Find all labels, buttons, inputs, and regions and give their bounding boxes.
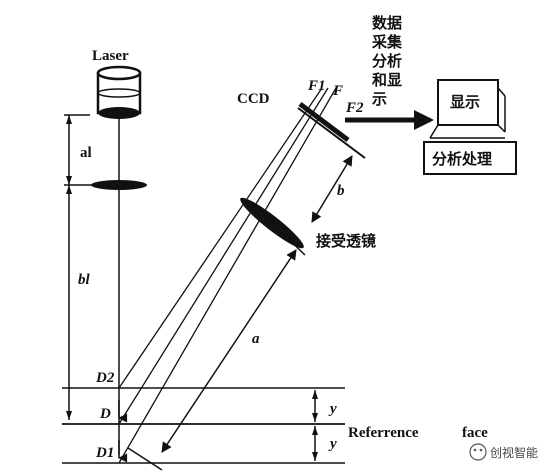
ccd-sensor — [297, 102, 366, 159]
label-a1: al — [80, 145, 92, 161]
label-display: 显示 — [450, 93, 480, 111]
label-laser: Laser — [92, 48, 129, 64]
label-b1: bl — [78, 272, 91, 288]
label-ccd: CCD — [237, 91, 270, 107]
watermark-text: 创视智能 — [490, 445, 538, 460]
watermark: 创视智能 — [469, 443, 538, 461]
wechat-icon — [469, 443, 487, 461]
label-data-line-3: 分析 — [372, 52, 402, 70]
label-face: face — [462, 425, 488, 441]
label-data-line-1: 数据 — [372, 14, 402, 32]
label-d1: D1 — [95, 445, 114, 461]
laser-source — [96, 65, 142, 119]
label-f2: F2 — [345, 100, 364, 116]
axis-b — [311, 155, 353, 223]
label-data-line-2: 采集 — [371, 33, 403, 51]
computer-display — [423, 79, 517, 175]
receiving-lens-axis — [247, 199, 306, 256]
y-dimensions — [312, 390, 318, 461]
label-y-bottom: y — [328, 436, 337, 452]
label-analysis: 分析处理 — [432, 150, 492, 168]
label-reference: Referrence — [348, 425, 419, 441]
dimension-a1-b1 — [64, 114, 92, 420]
label-b: b — [337, 183, 345, 199]
emitter-lens — [91, 180, 147, 190]
label-data-line-5: 示 — [372, 90, 387, 108]
label-f1: F1 — [307, 78, 326, 94]
label-d2: D2 — [95, 370, 115, 386]
label-a: a — [252, 331, 260, 347]
label-receiving-lens: 接受透镜 — [316, 232, 376, 250]
axis-a — [127, 249, 297, 471]
label-d: D — [99, 406, 111, 422]
label-data-line-4: 和显 — [372, 71, 402, 89]
label-y-top: y — [328, 401, 337, 417]
label-f: F — [332, 83, 343, 99]
reflected-rays — [118, 87, 337, 464]
